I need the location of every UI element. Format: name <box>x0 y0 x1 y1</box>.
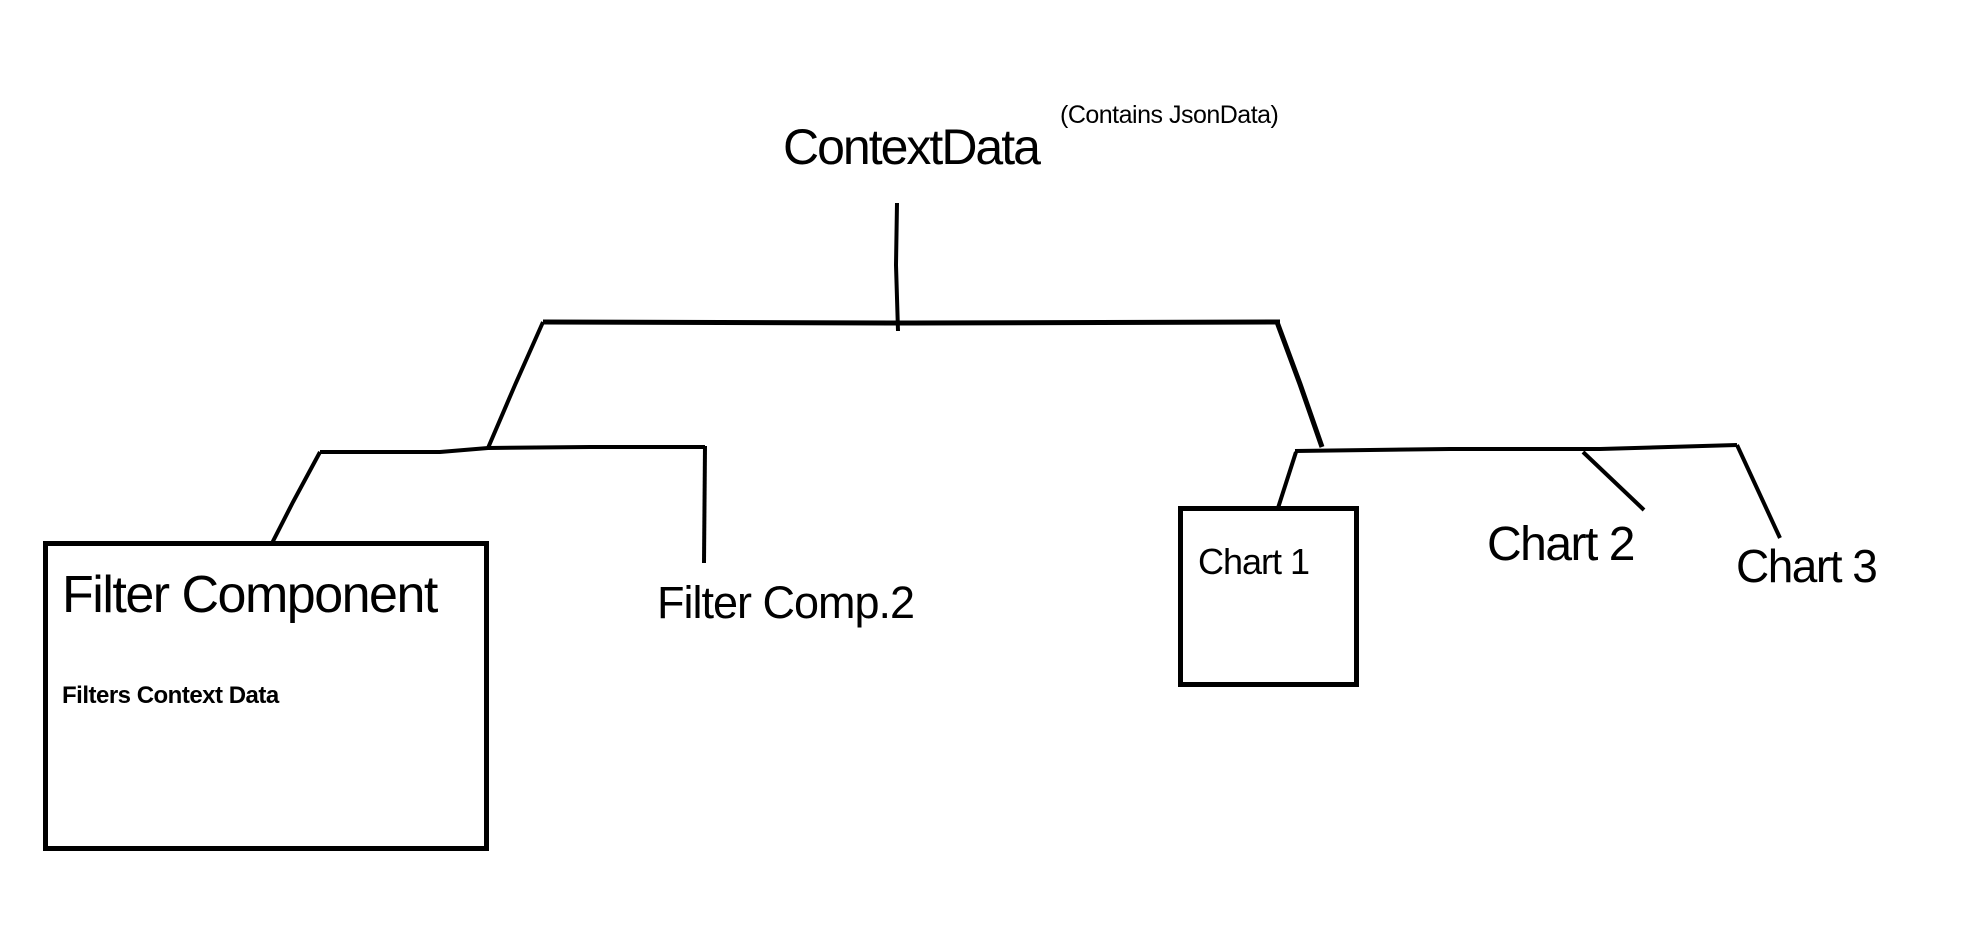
connector-chart1 <box>1276 451 1298 509</box>
chart1-label: Chart 1 <box>1198 541 1310 582</box>
chart3-label: Chart 3 <box>1736 540 1878 592</box>
connector-left-horizontal <box>320 445 705 454</box>
connector-main-horizontal <box>542 319 1281 326</box>
filter-component-description: Filters Context Data <box>62 682 279 709</box>
connector-left-diagonal <box>486 321 545 449</box>
connector-right-diagonal <box>1274 321 1325 448</box>
filter-component-title: Filter Component <box>62 566 438 624</box>
connector-filter-comp2 <box>702 445 707 564</box>
connector-filter-component <box>266 451 322 552</box>
root-node-label: ContextData <box>783 119 1041 175</box>
connector-chart3 <box>1735 444 1782 539</box>
filter-comp2-label: Filter Comp.2 <box>657 577 915 628</box>
connector-chart2 <box>1581 450 1646 512</box>
chart2-label: Chart 2 <box>1487 518 1635 571</box>
connector-root-stem <box>893 202 900 332</box>
connector-right-horizontal <box>1294 443 1738 453</box>
filter-component-box: Filter Component Filters Context Data <box>43 541 489 851</box>
chart1-box: Chart 1 <box>1178 506 1359 687</box>
root-annotation: (Contains JsonData) <box>1060 101 1279 129</box>
